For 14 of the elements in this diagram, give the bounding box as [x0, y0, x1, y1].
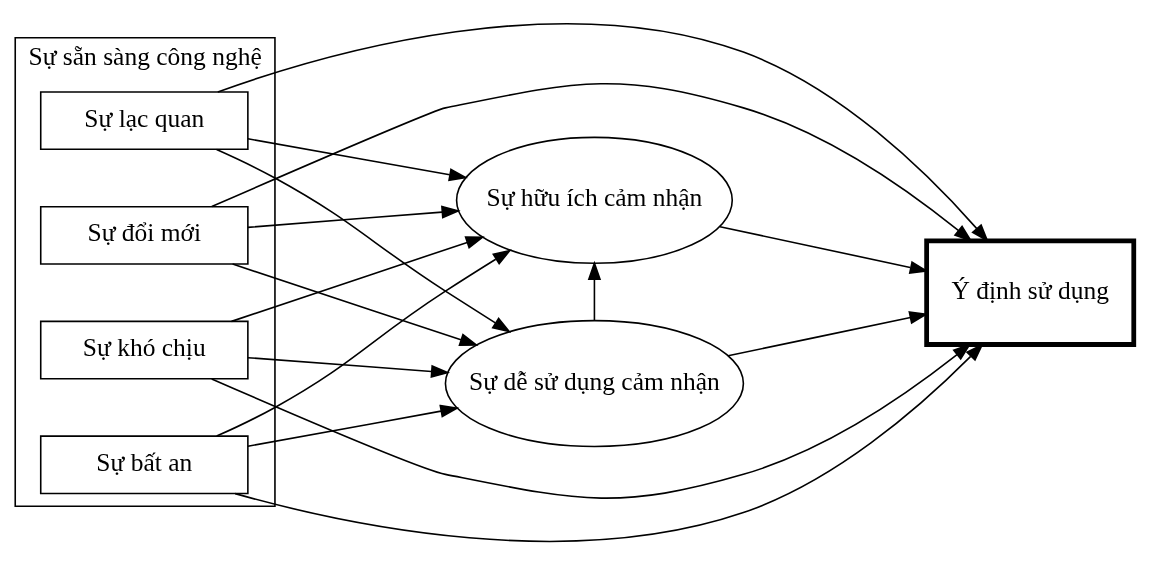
node-box: Sự bất an — [39, 435, 249, 495]
arrow — [247, 404, 460, 448]
arrow — [247, 138, 469, 182]
node-box: Sự khó chịu — [39, 320, 249, 380]
arrow — [215, 249, 512, 437]
arrow — [231, 263, 479, 346]
arrow — [247, 356, 451, 379]
node-box: Sự đổi mới — [39, 205, 249, 265]
node-box: Sự lạc quan — [39, 91, 249, 151]
arrow — [247, 205, 461, 229]
node-box: Ý định sử dụng — [924, 238, 1137, 347]
arrow — [215, 148, 512, 333]
arrow — [230, 236, 485, 323]
arrow — [587, 260, 602, 322]
